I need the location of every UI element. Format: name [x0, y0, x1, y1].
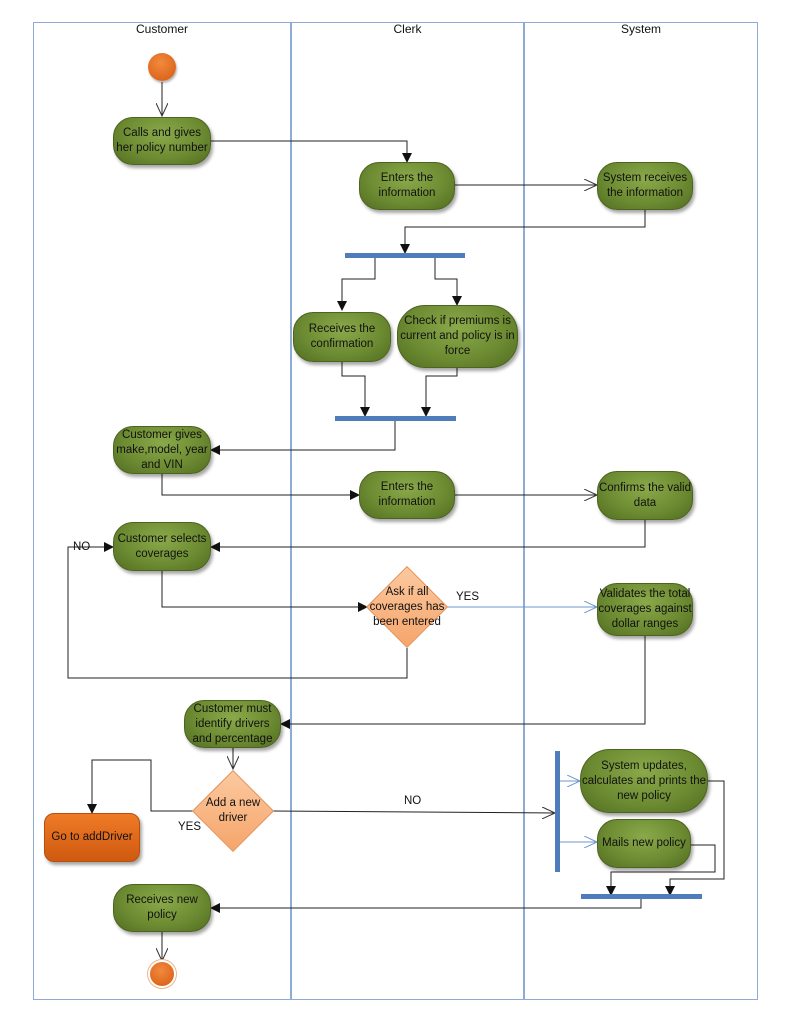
activity-check-premiums: Check if premiums is current and policy … — [397, 305, 518, 368]
join-bar-1 — [335, 416, 456, 421]
lane-title-clerk: Clerk — [393, 22, 422, 36]
edge-calls-to-enters1 — [211, 140, 412, 163]
decision-add-new-driver: Add a new driver — [191, 769, 275, 853]
edge-join-to-custgives — [210, 420, 396, 455]
edge-fork-to-checkpremiums — [434, 257, 462, 306]
edge-fork-to-receivesconf — [337, 257, 376, 311]
activity-receives-confirmation: Receives the confirmation — [293, 312, 391, 362]
fork-bar-2 — [555, 751, 560, 872]
activity-go-to-adddriver: Go to addDriver — [44, 813, 140, 862]
edge-label-no-loop: NO — [73, 541, 91, 553]
edge-label-no-driver: NO — [404, 795, 422, 807]
activity-customer-gives-vehicle-info: Customer gives make,model, year and VIN — [113, 426, 211, 474]
edge-label-yes-driver: YES — [178, 821, 202, 833]
lane-customer — [33, 22, 291, 1000]
activity-identify-drivers: Customer must identify drivers and perce… — [184, 700, 281, 748]
activity-enters-information-1: Enters the information — [359, 162, 455, 210]
edge-confirms-to-selects — [210, 520, 646, 552]
activity-confirms-valid-data: Confirms the valid data — [597, 471, 693, 520]
activity-system-updates-policy: System updates, calculates and prints th… — [580, 749, 708, 813]
activity-validates-coverages: Validates the total coverages against do… — [597, 583, 693, 636]
edge-label-yes-validate: YES — [456, 591, 480, 603]
decision-text: Ask if all coverages has been entered — [369, 585, 445, 628]
edge-sysupdates-to-join — [665, 780, 725, 896]
activity-mails-new-policy: Mails new policy — [597, 819, 691, 868]
edge-ask-no-loop — [67, 542, 408, 679]
edge-adddriver-no-to-fork — [272, 811, 555, 813]
lane-clerk — [291, 22, 524, 1000]
decision-text: Add a new driver — [205, 797, 261, 824]
edge-sysreceives-to-fork — [400, 210, 646, 254]
activity-receives-new-policy: Receives new policy — [113, 884, 211, 932]
edge-checkpremiums-to-join — [421, 368, 458, 417]
edge-mails-to-join — [606, 844, 716, 896]
activity-customer-selects-coverages: Customer selects coverages — [113, 522, 211, 571]
edge-adddriver-yes-to-goto — [87, 759, 193, 814]
lane-title-customer: Customer — [135, 22, 188, 36]
lane-system — [524, 22, 758, 1000]
edge-custgives-to-enters2 — [161, 474, 360, 500]
activity-system-receives-information: System receives the information — [597, 162, 693, 210]
edge-receivesconf-to-join — [341, 362, 370, 417]
activity-enters-information-2: Enters the information — [359, 471, 455, 519]
activity-calls-policy-number: Calls and gives her policy number — [113, 117, 211, 165]
join-bar-2 — [581, 894, 702, 899]
start-node — [148, 53, 176, 81]
decision-all-coverages-entered: Ask if all coverages has been entered — [365, 565, 449, 649]
lane-title-system: System — [620, 22, 661, 36]
edge-selects-to-ask — [161, 571, 368, 612]
fork-bar-1 — [345, 253, 465, 258]
end-node — [150, 962, 174, 986]
edge-validates-to-identify — [280, 636, 646, 729]
edge-join-to-receivesnew — [210, 898, 642, 913]
